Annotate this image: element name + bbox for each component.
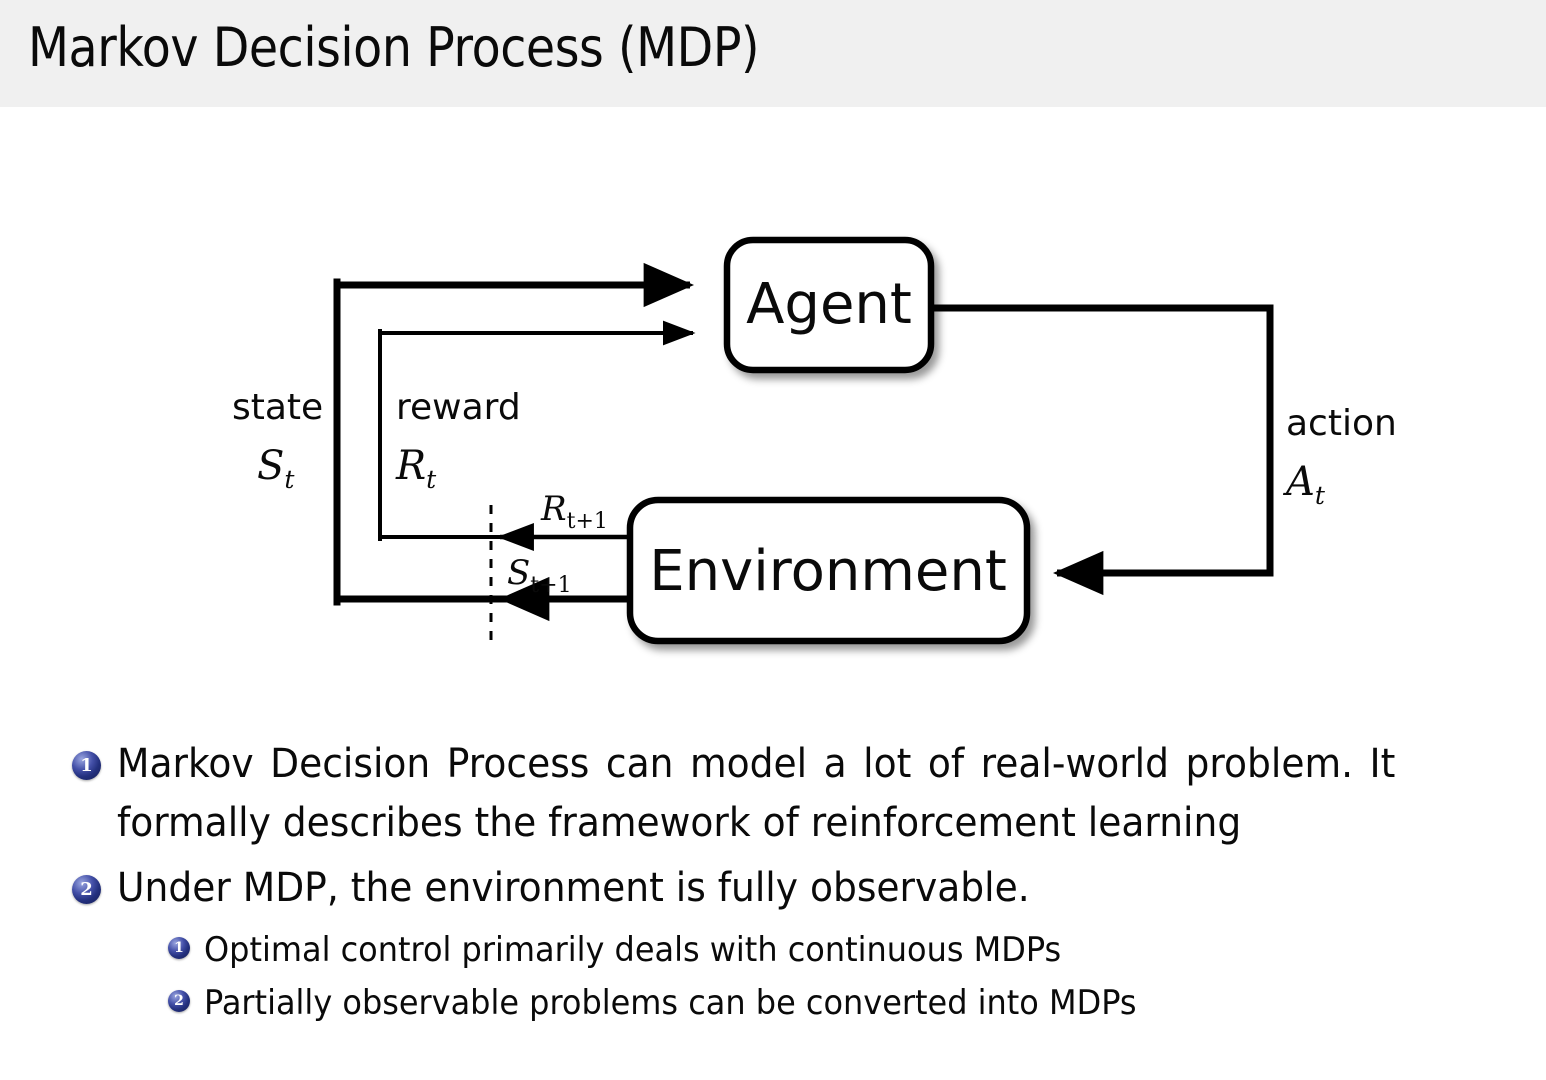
next-reward-label: Rt+1 bbox=[540, 489, 608, 534]
reward-label-symbol: Rt bbox=[395, 443, 437, 494]
environment-node-label: Environment bbox=[649, 539, 1007, 604]
agent-environment-loop-diagram: Agent Environment state St reward Rt act… bbox=[232, 236, 1397, 645]
sub-bullet-group: 1 Optimal control primarily deals with c… bbox=[0, 924, 1546, 1030]
list-item: 2 Under MDP, the environment is fully ob… bbox=[0, 859, 1546, 918]
list-item: 1 Markov Decision Process can model a lo… bbox=[0, 735, 1546, 853]
bullet-text-1: Markov Decision Process can model a lot … bbox=[117, 741, 1396, 846]
action-label-word: action bbox=[1286, 403, 1397, 444]
next-state-label: St+1 bbox=[507, 553, 572, 598]
slide-header-band bbox=[0, 0, 1546, 107]
state-label-symbol: St bbox=[257, 443, 295, 494]
page-title: Markov Decision Process (MDP) bbox=[28, 16, 760, 79]
action-loop-path bbox=[930, 304, 1274, 596]
bullet-text-2: Under MDP, the environment is fully obse… bbox=[117, 865, 1030, 911]
bullet-marker-2: 2 bbox=[72, 875, 101, 904]
environment-node[interactable] bbox=[626, 496, 1031, 645]
list-item: 1 Optimal control primarily deals with c… bbox=[0, 924, 1546, 977]
sub-bullet-text-1: Optimal control primarily deals with con… bbox=[204, 930, 1062, 970]
action-label-symbol: At bbox=[1282, 459, 1326, 510]
state-label-word: state bbox=[232, 387, 323, 428]
reward-label-word: reward bbox=[396, 387, 521, 428]
agent-node-label: Agent bbox=[746, 272, 912, 337]
mdp-diagram-region: Agent Environment state St reward Rt act… bbox=[0, 107, 1546, 707]
list-item: 2 Partially observable problems can be c… bbox=[0, 977, 1546, 1030]
bullet-list: 1 Markov Decision Process can model a lo… bbox=[0, 735, 1546, 1030]
sub-bullet-marker-1: 1 bbox=[168, 937, 190, 959]
agent-node[interactable] bbox=[723, 236, 935, 374]
sub-bullet-marker-2: 2 bbox=[168, 990, 190, 1012]
bullet-marker-1: 1 bbox=[72, 751, 101, 780]
sub-bullet-text-2: Partially observable problems can be con… bbox=[204, 983, 1137, 1023]
